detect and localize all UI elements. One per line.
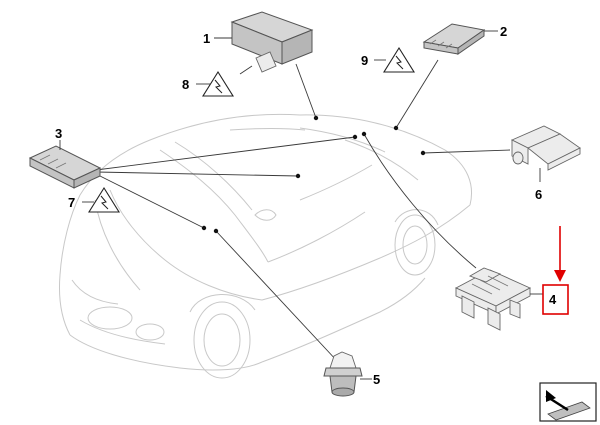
part-5-clip[interactable] [323, 351, 363, 397]
leader-dot [420, 150, 426, 156]
leader-dot [361, 131, 367, 137]
part-2-antenna-module[interactable] [422, 23, 486, 55]
leader-dots [201, 115, 426, 234]
esd-warning-9 [383, 46, 415, 73]
callout-8: 8 [182, 77, 189, 92]
callout-2: 2 [500, 24, 507, 39]
leader-dot [393, 125, 399, 131]
callout-9: 9 [361, 53, 368, 68]
leader-dot [295, 173, 301, 179]
orientation-arrow-icon [539, 382, 597, 422]
esd-warning-7 [88, 186, 120, 213]
callout-6: 6 [535, 187, 542, 202]
highlight-arrow [554, 226, 566, 282]
part-4-bracket[interactable] [454, 267, 532, 331]
callout-4: 4 [549, 292, 557, 307]
car-outline [59, 113, 473, 379]
callout-3: 3 [55, 126, 62, 141]
part-6-bracket[interactable] [510, 125, 581, 171]
leader-dot [201, 225, 207, 231]
leader-dot [352, 134, 358, 140]
callout-4-highlight-box [542, 284, 569, 315]
esd-warning-8 [202, 70, 234, 97]
part-1-control-unit[interactable] [230, 11, 314, 75]
part-3-antenna-module[interactable] [28, 145, 102, 189]
leader-lines [95, 59, 511, 363]
leader-dot [313, 115, 319, 121]
leader-dot [213, 228, 219, 234]
callout-7: 7 [68, 195, 75, 210]
callout-5: 5 [373, 372, 380, 387]
callout-1: 1 [203, 31, 210, 46]
